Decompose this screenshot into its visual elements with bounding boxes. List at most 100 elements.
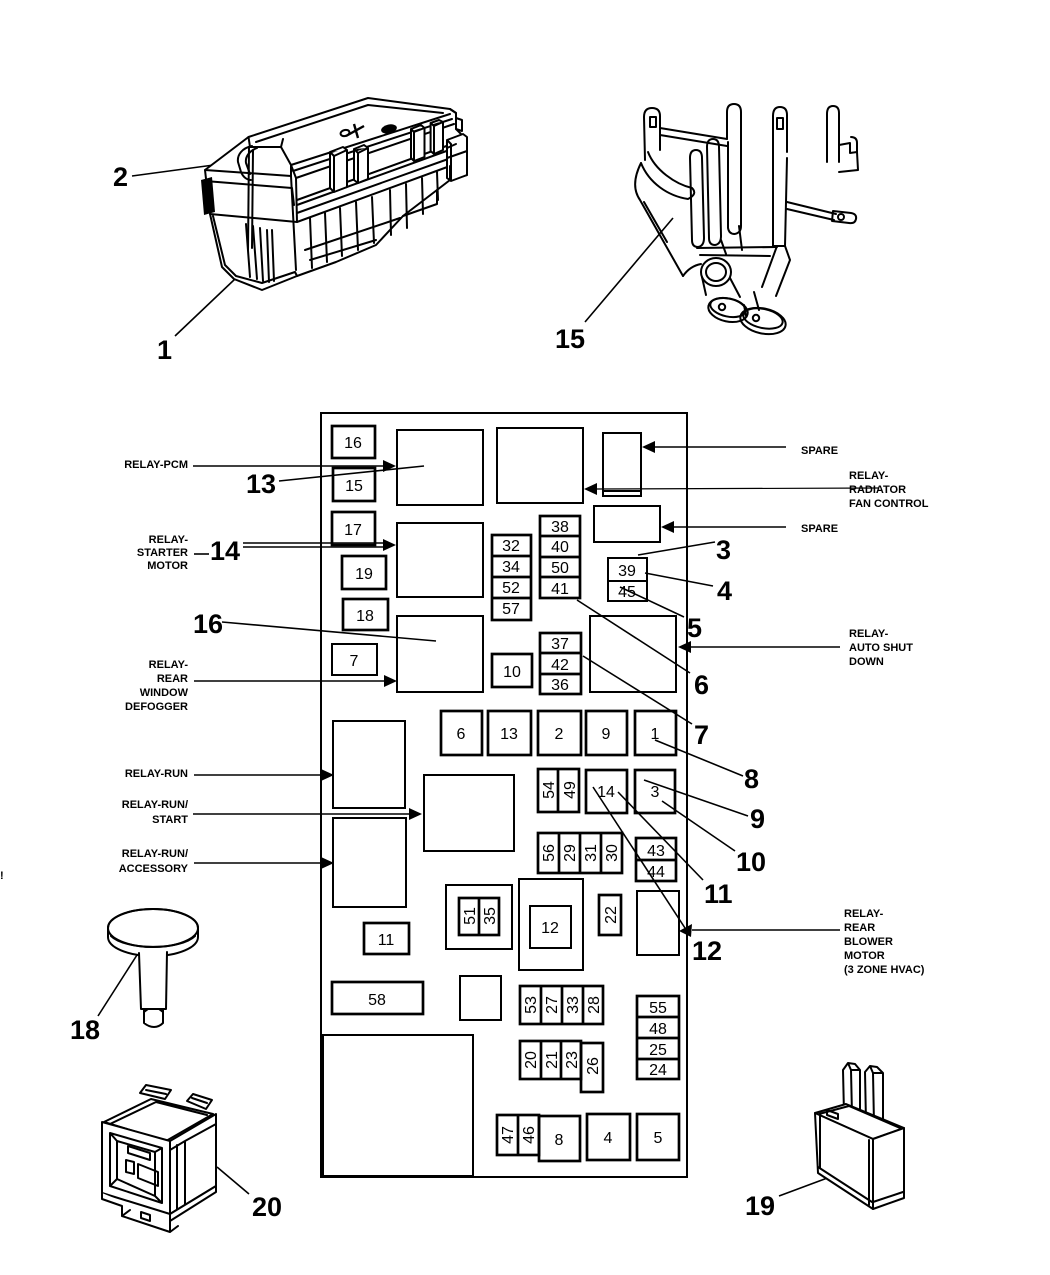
svg-text:50: 50 bbox=[551, 560, 569, 577]
svg-text:FAN CONTROL: FAN CONTROL bbox=[849, 498, 929, 510]
svg-text:15: 15 bbox=[555, 324, 585, 354]
svg-text:31: 31 bbox=[583, 844, 600, 862]
svg-text:15: 15 bbox=[345, 478, 363, 495]
svg-text:57: 57 bbox=[502, 601, 520, 618]
svg-text:11: 11 bbox=[704, 879, 733, 909]
svg-text:37: 37 bbox=[551, 636, 569, 653]
svg-text:RELAY-: RELAY- bbox=[849, 628, 889, 640]
svg-text:10: 10 bbox=[736, 847, 766, 877]
svg-text:8: 8 bbox=[744, 764, 759, 794]
svg-text:56: 56 bbox=[541, 844, 558, 862]
svg-text:DOWN: DOWN bbox=[849, 656, 884, 668]
svg-text:30: 30 bbox=[604, 844, 621, 862]
svg-text:3: 3 bbox=[651, 784, 660, 801]
svg-text:14: 14 bbox=[597, 784, 615, 801]
svg-text:19: 19 bbox=[355, 566, 373, 583]
svg-text:8: 8 bbox=[555, 1132, 564, 1149]
svg-text:19: 19 bbox=[745, 1191, 775, 1221]
svg-text:RELAY-: RELAY- bbox=[844, 908, 884, 920]
svg-text:3: 3 bbox=[716, 535, 731, 565]
svg-text:26: 26 bbox=[585, 1057, 602, 1075]
svg-text:13: 13 bbox=[246, 469, 276, 499]
svg-text:18: 18 bbox=[70, 1015, 100, 1045]
svg-text:41: 41 bbox=[551, 581, 569, 598]
svg-text:2: 2 bbox=[555, 726, 564, 743]
svg-text:RELAY-: RELAY- bbox=[149, 534, 189, 546]
svg-text:51: 51 bbox=[462, 907, 479, 925]
svg-text:9: 9 bbox=[602, 726, 611, 743]
svg-text:40: 40 bbox=[551, 539, 569, 556]
svg-text:9: 9 bbox=[750, 804, 765, 834]
svg-text:46: 46 bbox=[521, 1126, 538, 1144]
svg-text:20: 20 bbox=[523, 1051, 540, 1069]
svg-text:SPARE: SPARE bbox=[801, 523, 838, 535]
svg-text:RELAY-: RELAY- bbox=[149, 659, 189, 671]
svg-text:17: 17 bbox=[344, 522, 362, 539]
svg-text:42: 42 bbox=[551, 657, 569, 674]
svg-text:28: 28 bbox=[586, 996, 603, 1014]
svg-text:16: 16 bbox=[193, 609, 223, 639]
svg-text:ACCESSORY: ACCESSORY bbox=[119, 863, 189, 875]
svg-text:22: 22 bbox=[603, 906, 620, 924]
svg-text:12: 12 bbox=[692, 936, 722, 966]
svg-text:21: 21 bbox=[544, 1051, 561, 1069]
svg-text:RELAY-RUN/: RELAY-RUN/ bbox=[122, 848, 188, 860]
svg-text:44: 44 bbox=[647, 864, 665, 881]
svg-text:4: 4 bbox=[604, 1130, 613, 1147]
svg-text:53: 53 bbox=[523, 996, 540, 1014]
svg-text:18: 18 bbox=[356, 608, 374, 625]
svg-text:RELAY-RUN/: RELAY-RUN/ bbox=[122, 799, 188, 811]
svg-text:RELAY-RUN: RELAY-RUN bbox=[125, 768, 188, 780]
svg-text:54: 54 bbox=[541, 781, 558, 799]
svg-text:6: 6 bbox=[694, 670, 709, 700]
svg-text:DEFOGGER: DEFOGGER bbox=[125, 701, 188, 713]
svg-text:WINDOW: WINDOW bbox=[140, 687, 189, 699]
svg-text:AUTO SHUT: AUTO SHUT bbox=[849, 642, 913, 654]
svg-text:1: 1 bbox=[157, 335, 172, 365]
svg-text:23: 23 bbox=[564, 1051, 581, 1069]
svg-text:(3 ZONE HVAC): (3 ZONE HVAC) bbox=[844, 964, 925, 976]
svg-text:REAR: REAR bbox=[844, 922, 875, 934]
svg-text:12: 12 bbox=[541, 920, 559, 937]
svg-text:35: 35 bbox=[482, 907, 499, 925]
svg-text:39: 39 bbox=[618, 563, 636, 580]
svg-text:5: 5 bbox=[654, 1130, 663, 1147]
svg-text:14: 14 bbox=[210, 536, 240, 566]
svg-text:43: 43 bbox=[647, 843, 665, 860]
svg-text:49: 49 bbox=[562, 781, 579, 799]
svg-text:48: 48 bbox=[649, 1021, 667, 1038]
svg-text:BLOWER: BLOWER bbox=[844, 936, 893, 948]
svg-text:11: 11 bbox=[378, 932, 395, 949]
svg-text:24: 24 bbox=[649, 1062, 667, 1079]
svg-text:58: 58 bbox=[368, 992, 386, 1009]
svg-text:5: 5 bbox=[687, 613, 702, 643]
svg-text:START: START bbox=[152, 814, 188, 826]
svg-text:!: ! bbox=[0, 870, 4, 882]
svg-text:36: 36 bbox=[551, 677, 569, 694]
svg-text:RELAY-: RELAY- bbox=[849, 470, 889, 482]
svg-text:55: 55 bbox=[649, 1000, 667, 1017]
svg-text:RELAY-PCM: RELAY-PCM bbox=[124, 459, 188, 471]
svg-text:7: 7 bbox=[350, 653, 359, 670]
svg-text:29: 29 bbox=[562, 844, 579, 862]
svg-text:6: 6 bbox=[457, 726, 466, 743]
svg-text:27: 27 bbox=[544, 996, 561, 1014]
svg-text:33: 33 bbox=[565, 996, 582, 1014]
svg-text:STARTER: STARTER bbox=[137, 547, 188, 559]
svg-text:RADIATOR: RADIATOR bbox=[849, 484, 906, 496]
svg-text:1: 1 bbox=[651, 726, 660, 743]
svg-text:7: 7 bbox=[694, 720, 709, 750]
svg-text:16: 16 bbox=[344, 435, 362, 452]
svg-text:MOTOR: MOTOR bbox=[844, 950, 885, 962]
svg-text:32: 32 bbox=[502, 538, 520, 555]
svg-text:4: 4 bbox=[717, 576, 732, 606]
svg-text:MOTOR: MOTOR bbox=[147, 560, 188, 572]
svg-text:47: 47 bbox=[500, 1126, 517, 1144]
svg-text:SPARE: SPARE bbox=[801, 445, 838, 457]
svg-text:10: 10 bbox=[503, 664, 521, 681]
svg-text:13: 13 bbox=[500, 726, 518, 743]
svg-text:20: 20 bbox=[252, 1192, 282, 1222]
svg-text:34: 34 bbox=[502, 559, 520, 576]
svg-text:REAR: REAR bbox=[157, 673, 188, 685]
svg-text:38: 38 bbox=[551, 519, 569, 536]
